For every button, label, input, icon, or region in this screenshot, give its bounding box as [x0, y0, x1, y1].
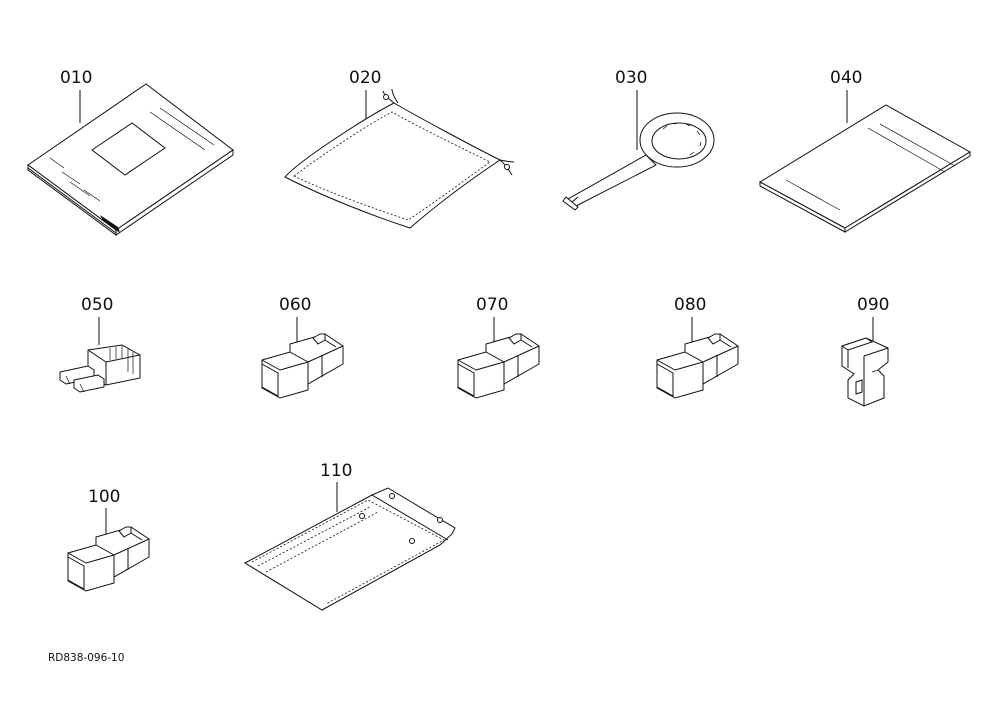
- flat-document-icon: [758, 104, 971, 233]
- fuse-cap-icon: [656, 333, 739, 399]
- manual-booklet-icon: [27, 83, 234, 236]
- part-010: 010: [27, 68, 234, 236]
- part-050: 050: [59, 295, 141, 393]
- part-label-010: 010: [60, 68, 92, 88]
- part-label-040: 040: [830, 68, 862, 88]
- drawing-code: RD838-096-10: [48, 652, 124, 664]
- part-label-050: 050: [81, 295, 113, 315]
- part-060: 060: [261, 295, 344, 399]
- document-envelope-icon: [243, 487, 456, 611]
- fuse-cap-icon: [67, 526, 150, 592]
- part-label-110: 110: [320, 461, 352, 481]
- part-label-080: 080: [674, 295, 706, 315]
- part-label-100: 100: [88, 487, 120, 507]
- fuse-cap-icon: [261, 333, 344, 399]
- part-070: 070: [457, 295, 540, 399]
- part-020: 020: [284, 68, 515, 229]
- part-label-030: 030: [615, 68, 647, 88]
- part-label-070: 070: [476, 295, 508, 315]
- part-030: 030: [562, 68, 715, 211]
- fuse-puller-icon: [840, 337, 889, 407]
- part-110: 110: [243, 461, 456, 611]
- fuse-cap-icon: [457, 333, 540, 399]
- drawstring-bag-icon: [284, 88, 515, 229]
- part-label-020: 020: [349, 68, 381, 88]
- part-080: 080: [656, 295, 739, 399]
- part-label-060: 060: [279, 295, 311, 315]
- part-040: 040: [758, 68, 971, 233]
- part-100: 100: [67, 487, 150, 592]
- fuse-block-icon: [59, 344, 141, 393]
- part-label-090: 090: [857, 295, 889, 315]
- spanner-wrench-icon: [562, 112, 715, 211]
- part-090: 090: [840, 295, 889, 407]
